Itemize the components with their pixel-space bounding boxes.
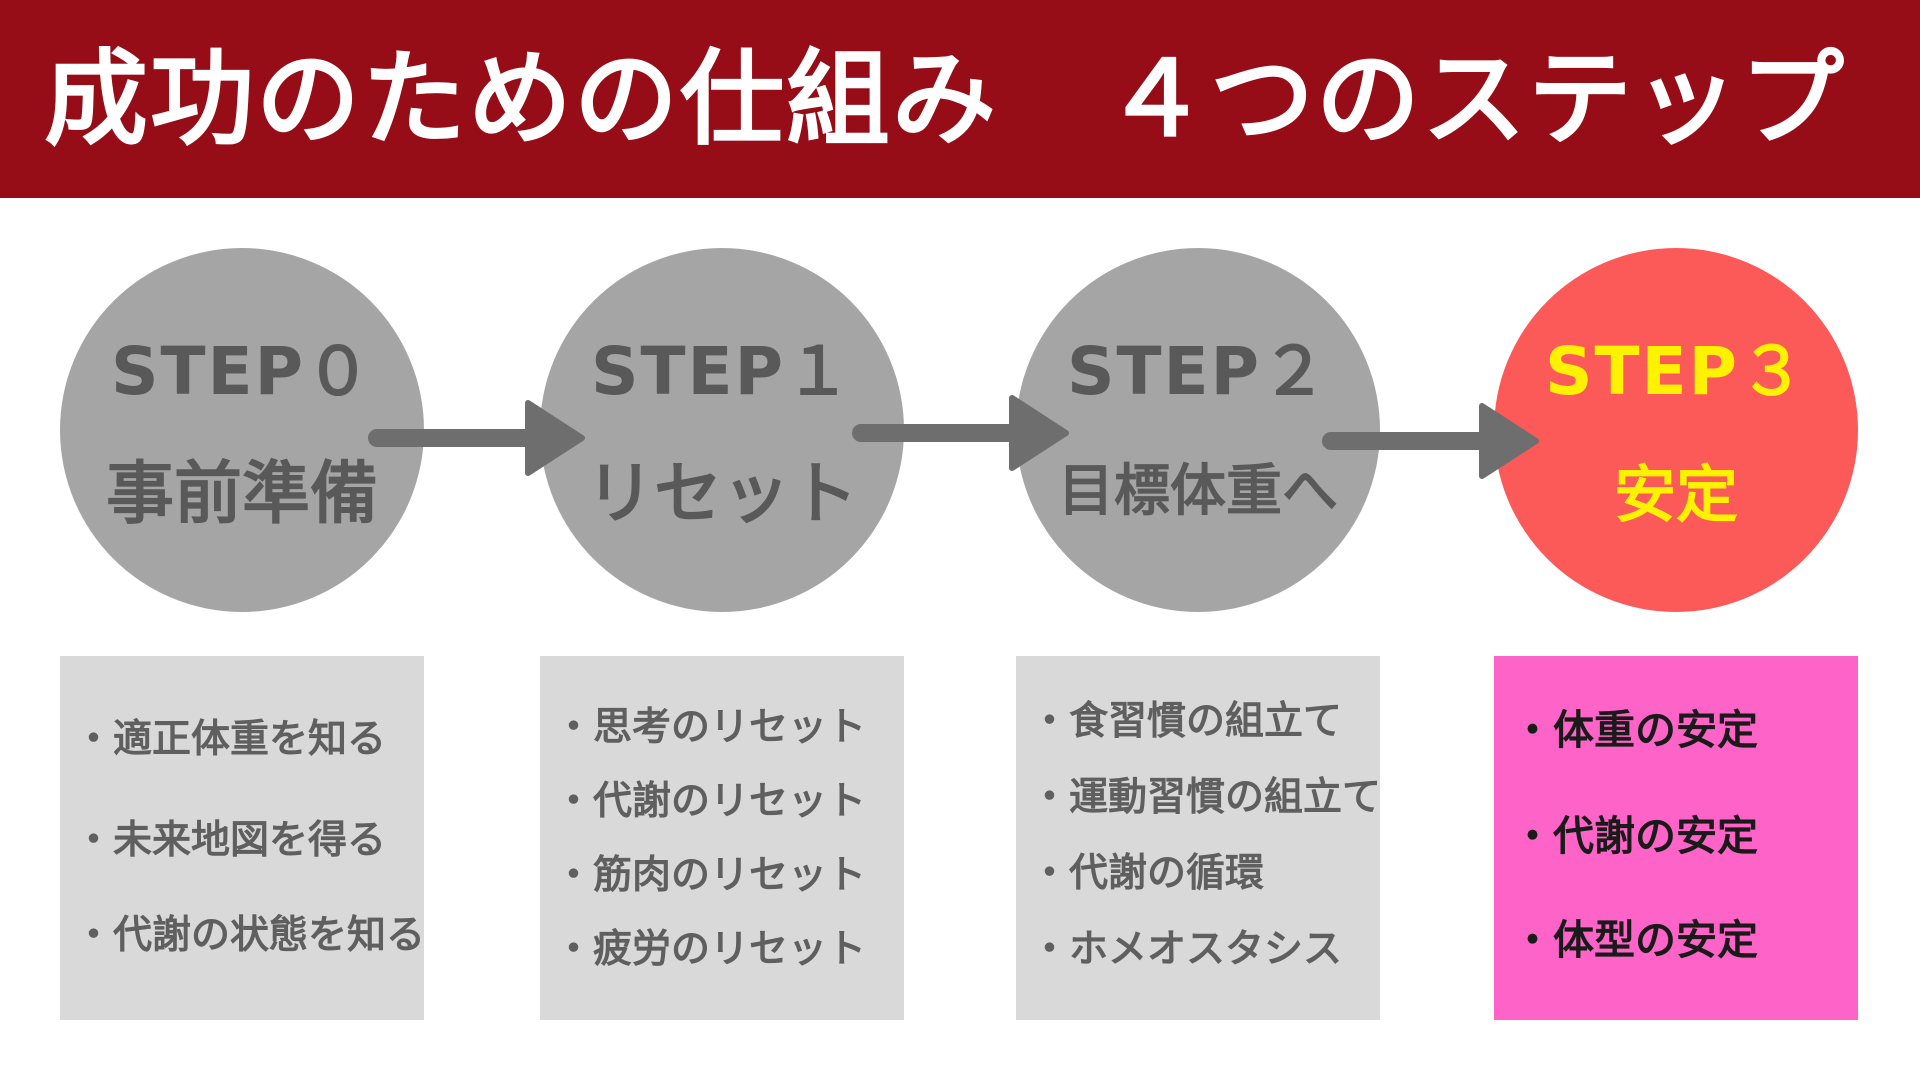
step-3-item-3: ・体型の安定 [1512, 916, 1758, 964]
step-2-circle: STEP２ 目標体重へ [1016, 248, 1380, 612]
header-banner: 成功のための仕組み ４つのステップ [0, 0, 1920, 198]
step-1-item-3: ・筋肉のリセット [554, 853, 867, 898]
step-3-item-1: ・体重の安定 [1512, 706, 1758, 754]
step-0-name: 事前準備 [105, 455, 378, 534]
step-1-item-1: ・思考のリセット [554, 705, 867, 750]
step-1-circle: STEP１ リセット [540, 248, 904, 612]
step-0-label: STEP０ [110, 333, 373, 410]
step-2-item-2: ・運動習慣の組立て [1030, 775, 1382, 820]
step-2-detail-box: ・食習慣の組立て ・運動習慣の組立て ・代謝の循環 ・ホメオスタシス [1016, 656, 1382, 1020]
step-1-label: STEP１ [590, 333, 853, 410]
step-3-circle: STEP３ 安定 [1494, 248, 1858, 612]
page-title: 成功のための仕組み ４つのステップ [44, 38, 1847, 160]
step-3-name: 安定 [1613, 458, 1738, 531]
step-0-item-2: ・未来地図を得る [74, 818, 387, 863]
step-3-item-2: ・代謝の安定 [1512, 812, 1758, 860]
step-1-detail-box: ・思考のリセット ・代謝のリセット ・筋肉のリセット ・疲労のリセット [540, 656, 904, 1020]
step-2-item-3: ・代謝の循環 [1030, 851, 1265, 896]
step-1-item-4: ・疲労のリセット [554, 927, 867, 972]
step-2-item-1: ・食習慣の組立て [1030, 699, 1343, 744]
step-1-name: リセット [585, 455, 858, 534]
right-arrow-icon [852, 395, 1069, 471]
step-2-label: STEP２ [1066, 333, 1329, 410]
right-arrow-icon [368, 400, 585, 476]
step-3-detail-box: ・体重の安定 ・代謝の安定 ・体型の安定 [1494, 656, 1858, 1020]
step-3-label: STEP３ [1544, 333, 1807, 410]
step-2-name: 目標体重へ [1058, 459, 1338, 524]
step-0-item-1: ・適正体重を知る [74, 717, 387, 762]
step-0-item-3: ・代謝の状態を知る [74, 913, 426, 958]
step-0-detail-box: ・適正体重を知る ・未来地図を得る ・代謝の状態を知る [60, 656, 426, 1020]
right-arrow-icon [1322, 403, 1539, 479]
step-2-item-4: ・ホメオスタシス [1030, 927, 1343, 972]
step-1-item-2: ・代謝のリセット [554, 779, 867, 824]
step-0-circle: STEP０ 事前準備 [60, 248, 424, 612]
